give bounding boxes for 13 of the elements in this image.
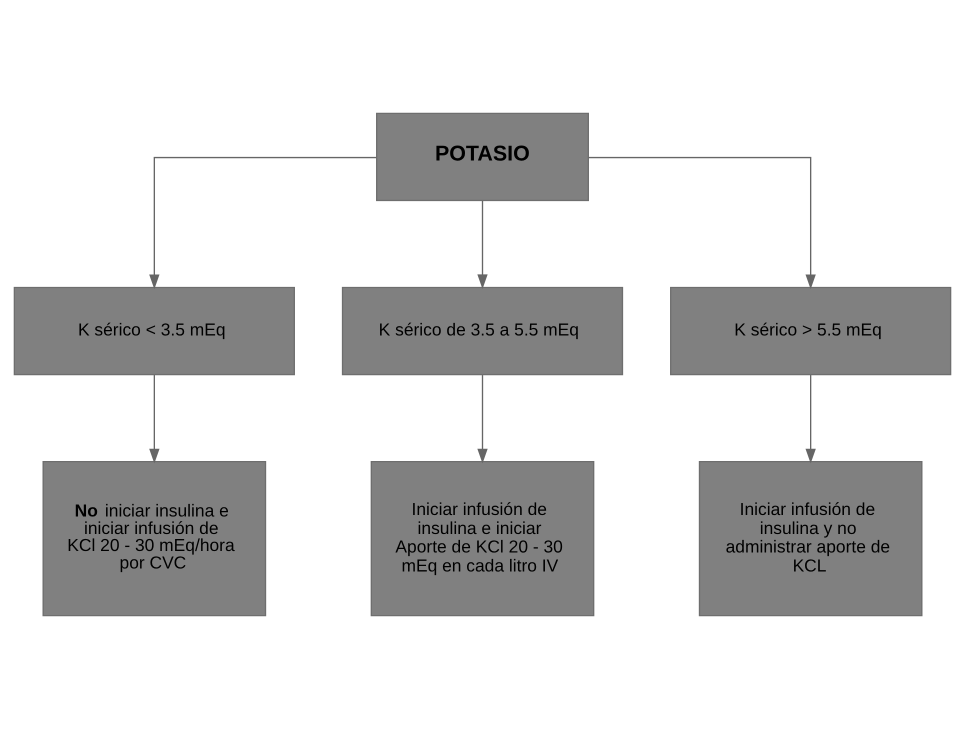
arrow <box>805 375 816 464</box>
node-box: K sérico de 3.5 a 5.5 mEq <box>341 286 623 376</box>
node-box: No iniciar insulina e iniciar infusión de KCl 20 - 30 mEq/hora por CVC <box>42 460 266 616</box>
arrow <box>476 200 488 290</box>
node-box: K sérico < 3.5 mEq <box>13 286 294 376</box>
arrow <box>476 375 488 464</box>
arrow <box>588 156 816 290</box>
arrow <box>148 375 159 464</box>
arrow <box>148 156 376 290</box>
node-box: Iniciar infusión de insulina y no administrar aporte de KCL <box>698 460 922 616</box>
node-box: Iniciar infusión de insulina e iniciar Aporte de KCl 20 - 30 mEq en cada litro IV <box>370 460 594 616</box>
node-box: POTASIO <box>376 112 588 202</box>
node-box: K sérico > 5.5 mEq <box>670 286 951 376</box>
